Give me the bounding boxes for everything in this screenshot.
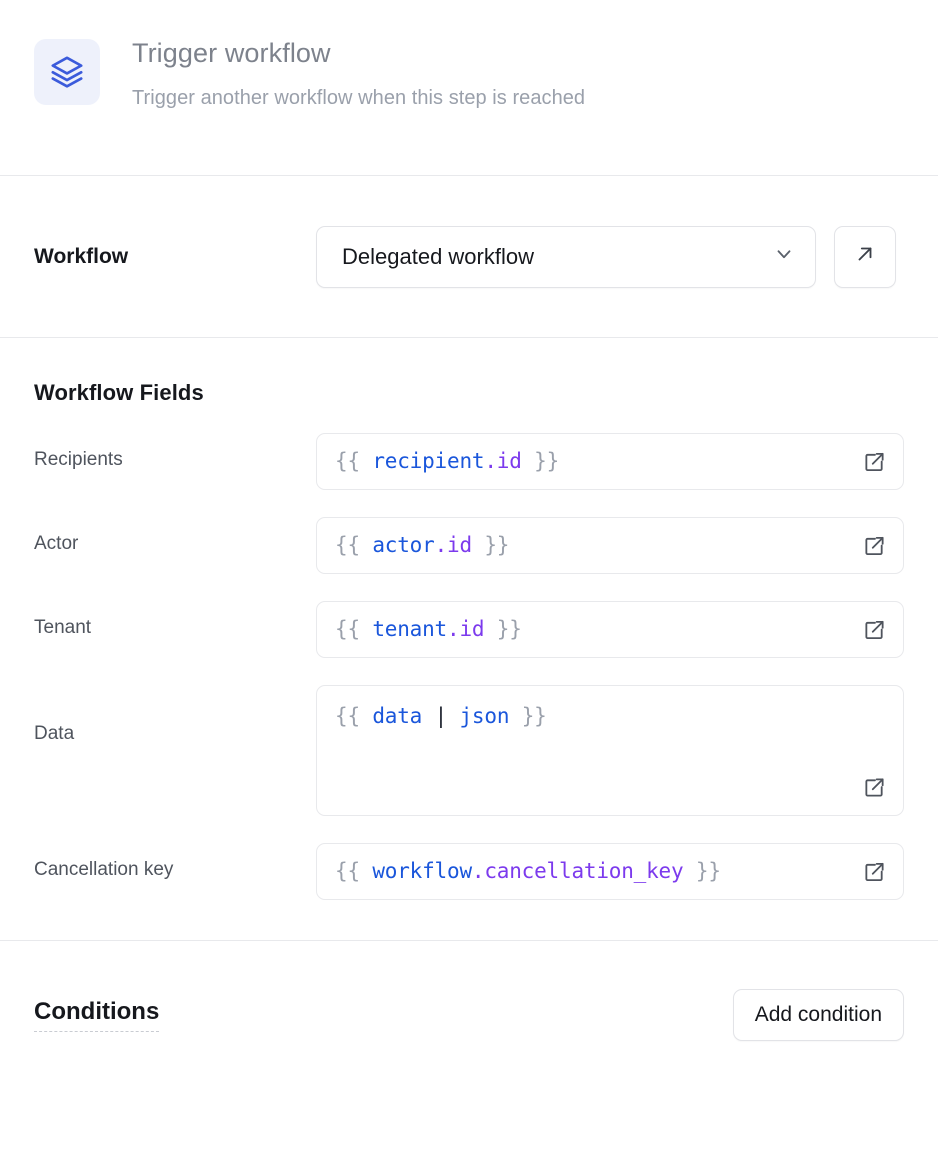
field-value: {{ recipient.id }} <box>335 449 560 474</box>
divider-header <box>0 175 938 176</box>
workflow-select[interactable]: Delegated workflow <box>316 225 816 288</box>
header-text-block: Trigger workflow Trigger another workflo… <box>132 33 585 111</box>
field-value: {{ tenant.id }} <box>335 617 522 642</box>
arrow-up-right-icon <box>854 243 876 270</box>
field-label: Tenant <box>34 617 92 638</box>
field-label: Recipients <box>34 449 123 470</box>
panel-header: Trigger workflow Trigger another workflo… <box>0 0 938 175</box>
field-input-cancellation-key[interactable]: {{ workflow.cancellation_key }} <box>316 843 904 900</box>
field-label: Data <box>34 723 75 744</box>
field-row: Cancellation key {{ workflow.cancellation… <box>34 843 904 900</box>
workflow-select-section: Workflow Delegated workflow <box>0 176 938 337</box>
field-row: Data {{ data | json }} <box>34 685 904 816</box>
add-condition-button[interactable]: Add condition <box>732 989 904 1041</box>
field-input-actor[interactable]: {{ actor.id }} <box>316 517 904 574</box>
external-link-icon[interactable] <box>863 860 886 883</box>
workflow-label: Workflow <box>34 244 129 268</box>
field-value: {{ workflow.cancellation_key }} <box>335 859 721 884</box>
chevron-down-icon <box>773 243 795 270</box>
workflow-fields-title: Workflow Fields <box>34 380 204 405</box>
page-subtitle: Trigger another workflow when this step … <box>132 86 586 109</box>
conditions-title: Conditions <box>34 998 160 1032</box>
field-label: Cancellation key <box>34 859 174 880</box>
external-link-icon[interactable] <box>863 534 886 557</box>
field-input-tenant[interactable]: {{ tenant.id }} <box>316 601 904 658</box>
field-row: Recipients {{ recipient.id }} <box>34 433 904 490</box>
field-label: Actor <box>34 533 79 554</box>
open-workflow-button[interactable] <box>834 225 896 288</box>
field-row: Actor {{ actor.id }} <box>34 517 904 574</box>
divider-fields <box>0 940 938 941</box>
page-title: Trigger workflow <box>132 38 331 68</box>
field-value: {{ actor.id }} <box>335 533 510 558</box>
workflow-select-wrap: Delegated workflow <box>316 225 896 288</box>
field-value: {{ data | json }} <box>335 704 547 728</box>
conditions-section: Conditions Add condition <box>0 941 938 1089</box>
external-link-icon[interactable] <box>863 618 886 641</box>
fields-list: Recipients {{ recipient.id }} Actor {{ acto… <box>34 433 904 900</box>
divider-workflow <box>0 337 938 338</box>
external-link-icon[interactable] <box>863 776 886 799</box>
layers-icon <box>34 39 100 105</box>
field-input-data[interactable]: {{ data | json }} <box>316 685 904 816</box>
external-link-icon[interactable] <box>863 450 886 473</box>
field-row: Tenant {{ tenant.id }} <box>34 601 904 658</box>
workflow-select-value: Delegated workflow <box>342 243 534 269</box>
field-input-recipients[interactable]: {{ recipient.id }} <box>316 433 904 490</box>
workflow-fields-section: Workflow Fields Recipients {{ recipient.i… <box>0 338 938 940</box>
